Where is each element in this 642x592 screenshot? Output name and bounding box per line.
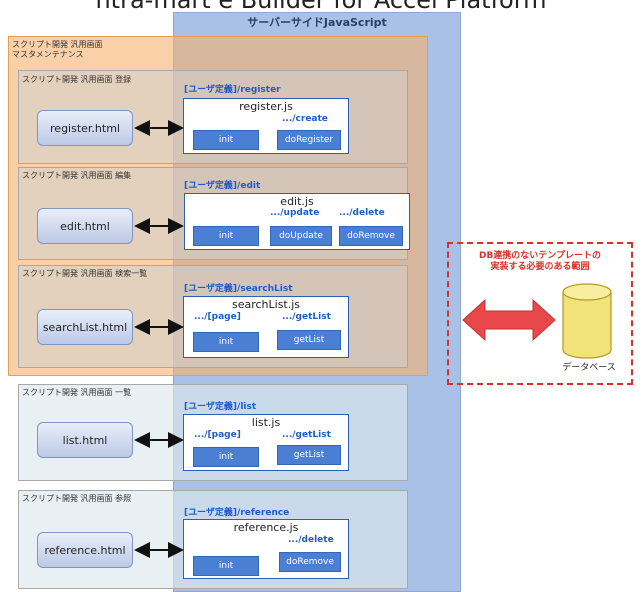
sub-path-get-list: .../getList xyxy=(282,312,331,322)
db-connection-arrow-icon xyxy=(462,298,556,342)
sub-path-delete: .../delete xyxy=(339,208,385,218)
server-side-label: サーバーサイドJavaScript xyxy=(247,16,387,29)
sub-path-page: .../[page] xyxy=(194,312,241,322)
js-file-name: reference.js xyxy=(233,521,299,534)
search-list-html-button[interactable]: searchList.html xyxy=(37,309,133,345)
database-label: データベース xyxy=(562,363,616,373)
js-file-name: register.js xyxy=(239,100,293,113)
list-html-button[interactable]: list.html xyxy=(37,422,133,458)
database-cylinder-icon xyxy=(562,283,612,359)
db-scope-note: DB連携のないテンプレートの 実装する必要のある範囲 xyxy=(452,251,628,273)
route-label: [ユーザ定義]/list xyxy=(184,402,257,412)
db-graphics xyxy=(462,283,612,359)
sub-path-update: .../update xyxy=(270,208,320,218)
section-label: スクリプト開発 汎用画面 検索一覧 xyxy=(22,269,148,278)
master-maintenance-label: スクリプト開発 汎用画面 マスタメンテナンス xyxy=(12,40,103,60)
do-remove-button[interactable]: doRemove xyxy=(279,552,341,572)
route-label: [ユーザ定義]/edit xyxy=(184,181,261,191)
get-list-button[interactable]: getList xyxy=(277,445,341,465)
sub-path-get-list: .../getList xyxy=(282,430,331,440)
register-html-button[interactable]: register.html xyxy=(37,110,133,146)
master-label-line1: スクリプト開発 汎用画面 xyxy=(12,40,103,49)
init-button[interactable]: init xyxy=(193,332,259,352)
route-label: [ユーザ定義]/register xyxy=(184,85,281,95)
init-button[interactable]: init xyxy=(193,556,259,576)
sub-path-delete: .../delete xyxy=(288,535,334,545)
section-label: スクリプト開発 汎用画面 登録 xyxy=(22,75,132,84)
reference-html-button[interactable]: reference.html xyxy=(37,532,133,568)
section-label: スクリプト開発 汎用画面 編集 xyxy=(22,171,132,180)
db-scope-box xyxy=(447,242,633,385)
do-remove-button[interactable]: doRemove xyxy=(339,226,403,246)
js-file-name: list.js xyxy=(251,416,281,429)
do-register-button[interactable]: doRegister xyxy=(277,130,341,150)
section-label: スクリプト開発 汎用画面 一覧 xyxy=(22,388,132,397)
get-list-button[interactable]: getList xyxy=(277,330,341,350)
edit-html-button[interactable]: edit.html xyxy=(37,208,133,244)
init-button[interactable]: init xyxy=(193,130,259,150)
page-title: ntra-mart e Builder for Accel Platform xyxy=(95,0,547,14)
db-note-line2: 実装する必要のある範囲 xyxy=(490,262,590,272)
master-label-line2: マスタメンテナンス xyxy=(12,50,84,59)
init-button[interactable]: init xyxy=(193,226,259,246)
js-file-name: searchList.js xyxy=(231,298,301,311)
sub-path-create: .../create xyxy=(282,114,328,124)
sub-path-page: .../[page] xyxy=(194,430,241,440)
section-label: スクリプト開発 汎用画面 参照 xyxy=(22,494,132,503)
init-button[interactable]: init xyxy=(193,447,259,467)
db-note-line1: DB連携のないテンプレートの xyxy=(478,251,602,261)
do-update-button[interactable]: doUpdate xyxy=(270,226,332,246)
js-file-name: edit.js xyxy=(280,195,314,208)
route-label: [ユーザ定義]/reference xyxy=(184,508,290,518)
route-label: [ユーザ定義]/searchList xyxy=(184,284,293,294)
